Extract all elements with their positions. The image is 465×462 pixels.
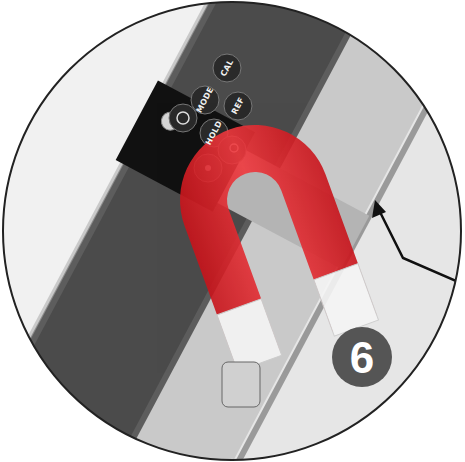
button xyxy=(169,104,197,132)
clip xyxy=(222,362,260,407)
callout-number: 6 xyxy=(350,333,375,383)
magnet-pole xyxy=(217,299,282,371)
button xyxy=(224,92,252,120)
button xyxy=(191,86,219,114)
magnet-pole xyxy=(314,264,379,336)
button xyxy=(213,54,241,82)
arrow-head xyxy=(372,200,386,218)
callout-circle xyxy=(332,327,392,387)
power-symbol xyxy=(177,112,189,124)
leader-line xyxy=(380,212,465,287)
lcd-screen xyxy=(0,417,101,462)
screen-frame xyxy=(0,408,110,462)
lens-border xyxy=(3,2,461,460)
magnet xyxy=(159,104,379,371)
